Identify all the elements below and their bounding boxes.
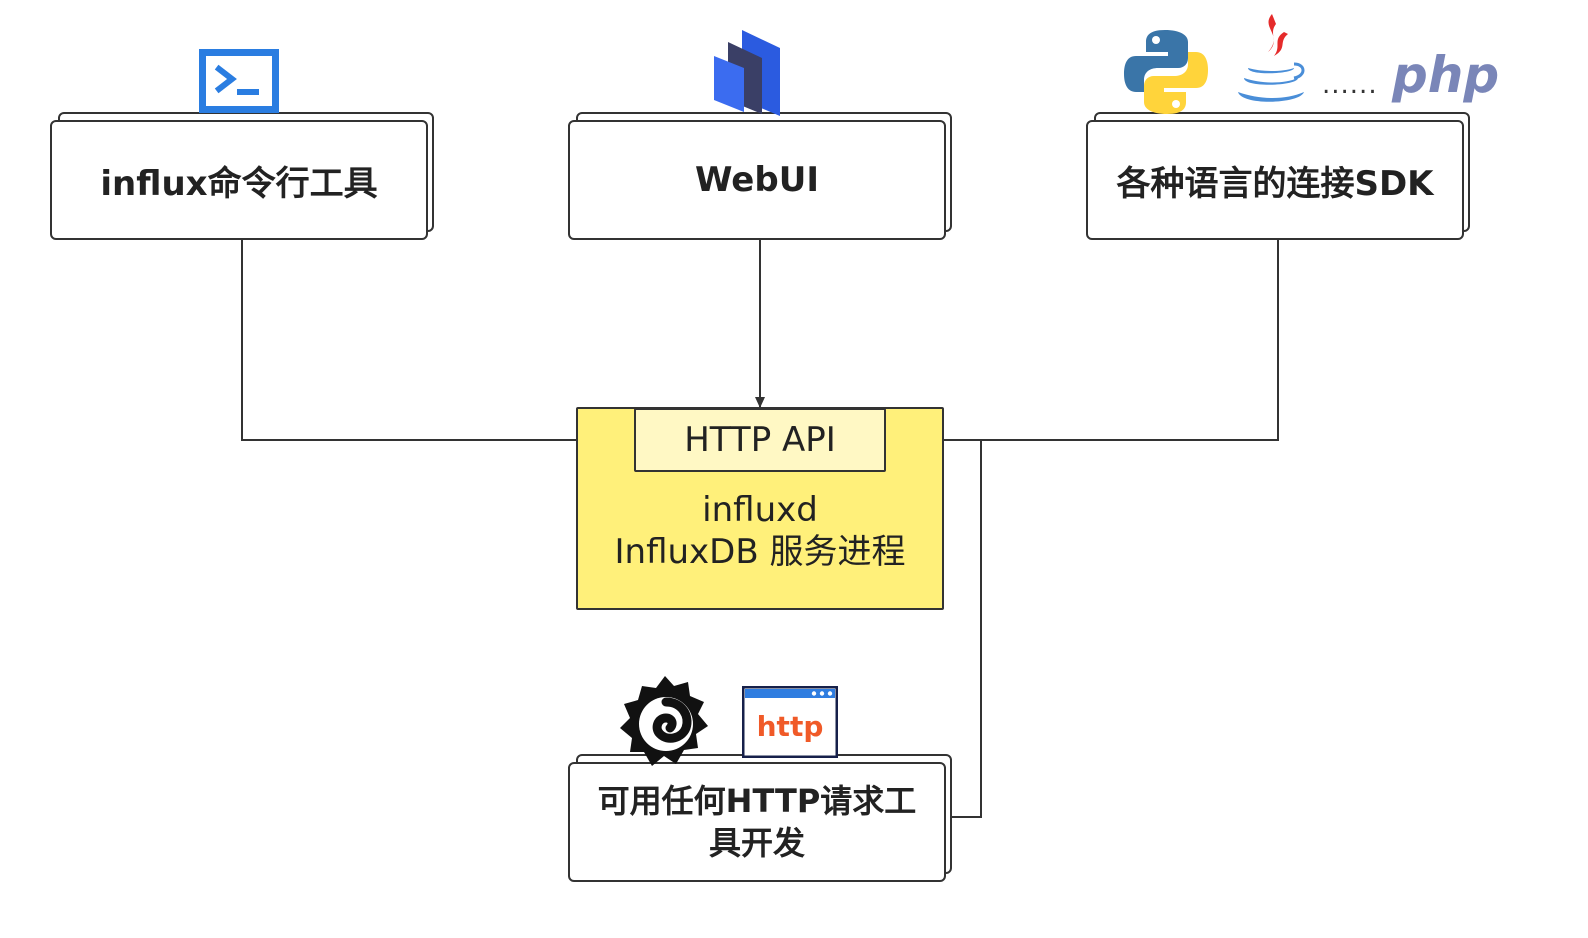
http-browser-text: http xyxy=(757,710,824,743)
sdk-card: 各种语言的连接SDK xyxy=(1086,120,1464,240)
webui-label: WebUI xyxy=(695,160,819,200)
http-tools-card: 可用任何HTTP请求工 具开发 xyxy=(568,762,946,882)
cli-card: influx命令行工具 xyxy=(50,120,428,240)
cli-label: influx命令行工具 xyxy=(100,163,378,204)
java-logo-icon xyxy=(1238,14,1305,102)
python-logo-icon xyxy=(1124,30,1208,114)
more-languages-ellipsis: ...... xyxy=(1322,70,1378,100)
http-tools-label-line1: 可用任何HTTP请求工 xyxy=(597,782,917,820)
connector-cli-to-api xyxy=(241,240,635,445)
influxdb-logo-icon xyxy=(714,30,780,116)
webui-card: WebUI xyxy=(568,120,946,240)
server-name: influxd xyxy=(702,490,818,530)
http-browser-icon: http xyxy=(742,686,838,758)
connector-sdk-to-api xyxy=(885,240,1279,445)
http-api-label: HTTP API xyxy=(684,420,836,460)
sdk-label: 各种语言的连接SDK xyxy=(1116,163,1434,204)
server-description: InfluxDB 服务进程 xyxy=(614,532,906,572)
http-tools-label-line2: 具开发 xyxy=(708,824,805,862)
php-logo-icon: php xyxy=(1392,46,1500,104)
connector-http-tools-to-api xyxy=(952,440,982,818)
http-api-box: HTTP API xyxy=(634,408,886,472)
grafana-logo-icon xyxy=(620,676,708,766)
terminal-icon xyxy=(199,49,279,113)
